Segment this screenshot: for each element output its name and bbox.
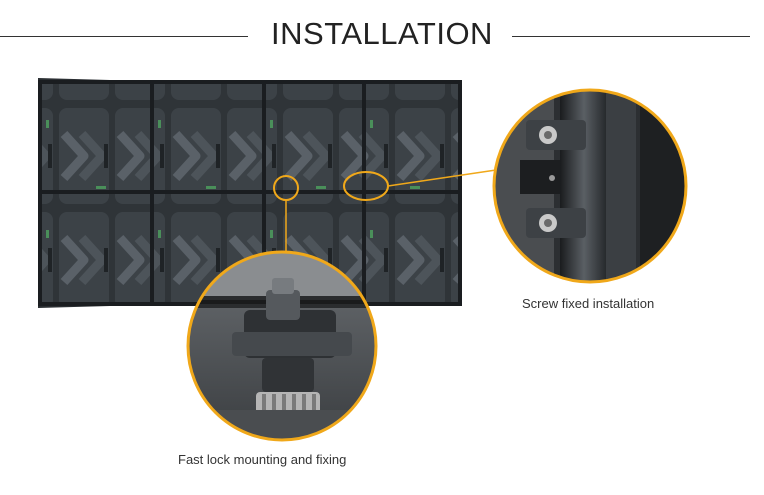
page-title: INSTALLATION [271, 16, 493, 51]
caption-fast-lock: Fast lock mounting and fixing [178, 452, 347, 467]
caption-screw-installation: Screw fixed installation [522, 296, 655, 311]
fast-lock-detail-zoom [186, 250, 378, 442]
title-rule-left [0, 36, 248, 37]
section-header: INSTALLATION [0, 0, 764, 70]
screw-detail-zoom [492, 88, 688, 284]
callout-line-screw [387, 169, 497, 187]
led-panel-wall [38, 78, 462, 308]
title-rule-right [512, 36, 750, 37]
